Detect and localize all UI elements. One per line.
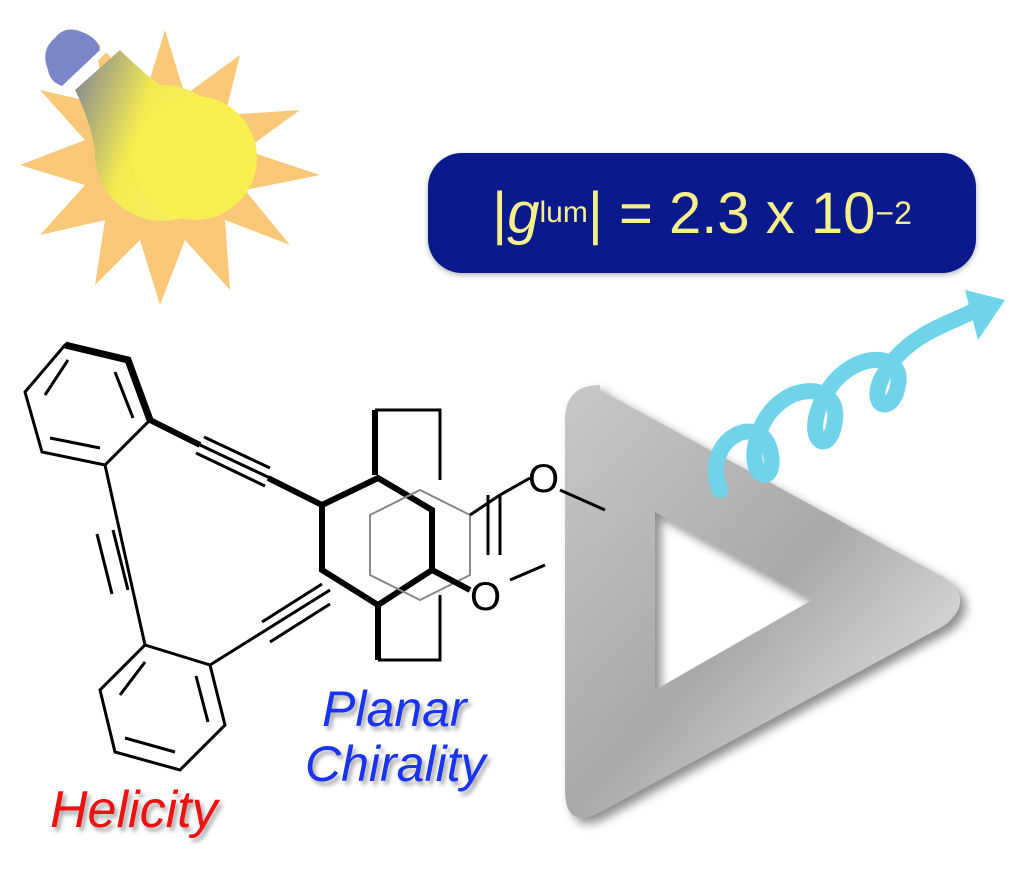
light-bulb-icon	[45, 29, 257, 221]
formula-exponent: −2	[875, 194, 912, 231]
circularly-polarized-light-icon	[707, 290, 1005, 498]
formula-value: | = 2.3 x 10	[587, 180, 876, 246]
triangle-macrocycle-icon	[565, 385, 960, 818]
planar-label: Planar	[322, 681, 467, 737]
lum-subscript: lum	[539, 196, 588, 229]
molecule-structure	[23, 341, 606, 772]
oxygen-atom-label: O	[470, 575, 501, 619]
chirality-label: Chirality	[305, 736, 486, 792]
helicity-label: Helicity	[50, 781, 218, 839]
abs-bar: |	[492, 180, 508, 246]
oxygen-atom-label: O	[528, 457, 559, 501]
g-symbol: g	[507, 180, 540, 246]
